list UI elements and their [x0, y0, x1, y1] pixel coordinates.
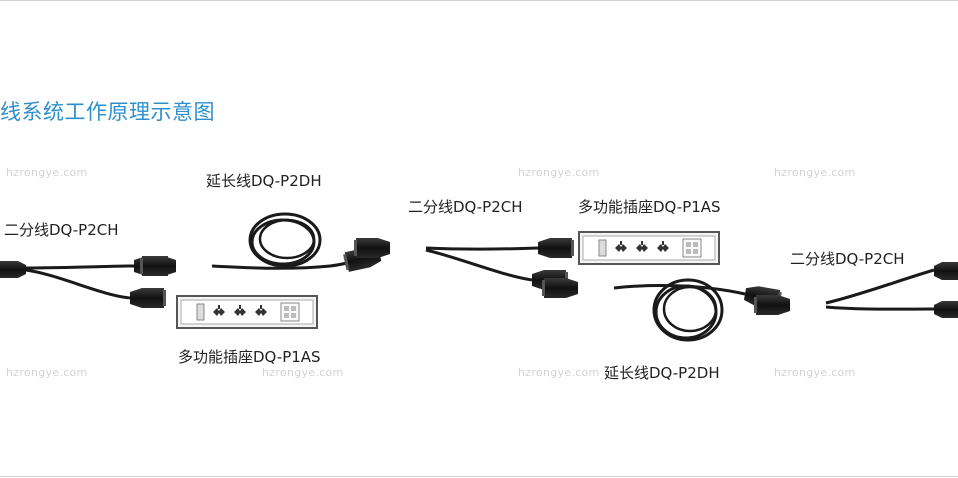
extension-cable-left [140, 214, 382, 276]
splitter-cable-mid [354, 238, 574, 290]
label-socket-mid: 多功能插座DQ-P1AS [578, 196, 721, 217]
power-socket-mid [579, 232, 719, 264]
power-socket-left [177, 296, 317, 328]
label-splitter-mid: 二分线DQ-P2CH [408, 196, 523, 217]
label-splitter-right: 二分线DQ-P2CH [790, 248, 905, 269]
label-extension-right: 延长线DQ-P2DH [604, 362, 720, 383]
label-extension-left: 延长线DQ-P2DH [206, 170, 322, 191]
splitter-cable-right [754, 262, 958, 318]
label-splitter-left: 二分线DQ-P2CH [4, 219, 119, 240]
extension-cable-right [542, 278, 782, 340]
label-socket-left: 多功能插座DQ-P1AS [178, 346, 321, 367]
